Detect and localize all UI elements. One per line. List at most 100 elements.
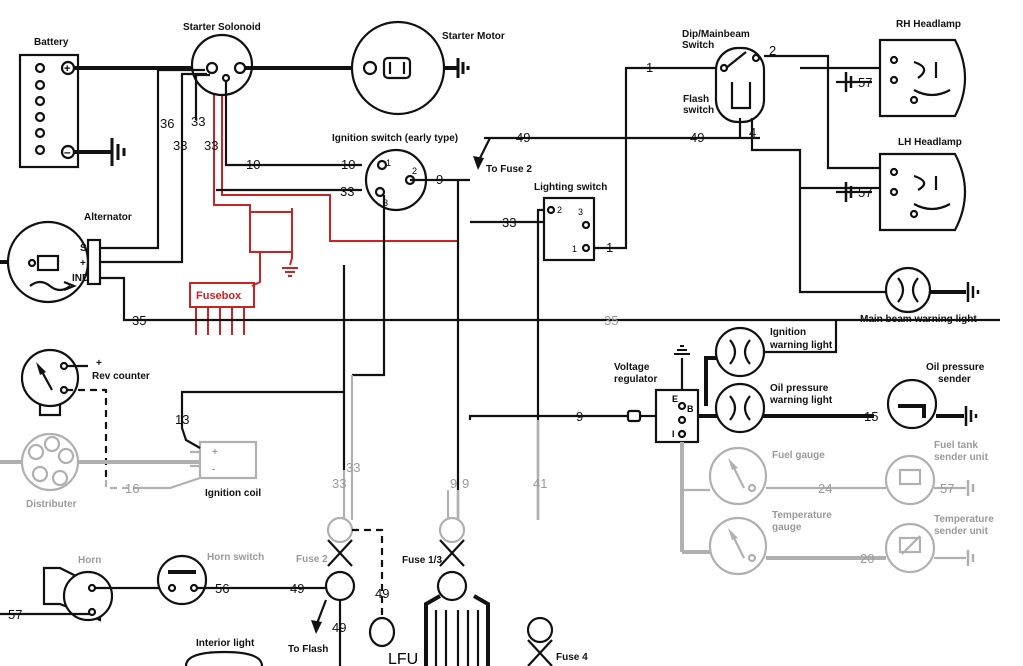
svg-text:1: 1 xyxy=(646,60,653,75)
alternator: S + IND Alternator xyxy=(6,212,132,304)
svg-text:S: S xyxy=(80,243,87,254)
ignition-switch-label: Ignition switch (early type) xyxy=(332,133,458,144)
svg-text:41: 41 xyxy=(533,476,547,491)
temperature-gauge: Temperature gauge xyxy=(708,510,832,576)
svg-text:33: 33 xyxy=(204,138,218,153)
rh-headlamp: RH Headlamp xyxy=(878,19,967,118)
svg-text:16: 16 xyxy=(125,481,139,496)
svg-text:9: 9 xyxy=(576,409,583,424)
starter-solenoid-label: Starter Solonoid xyxy=(183,22,261,33)
svg-text:sender unit: sender unit xyxy=(934,452,989,463)
rev-counter: + Rev counter xyxy=(20,348,150,417)
svg-text:35: 35 xyxy=(132,313,146,328)
svg-text:Dip/Mainbeam: Dip/Mainbeam xyxy=(682,29,750,40)
fuse-4: Fuse 4 xyxy=(526,616,588,666)
fuel-tank-sender: Fuel tank sender unit xyxy=(884,440,989,506)
lfu-fuse: LFU xyxy=(368,616,418,666)
svg-text:49: 49 xyxy=(290,581,304,596)
fuel-gauge-label: Fuel gauge xyxy=(772,450,825,461)
distributor: Distributer xyxy=(20,432,80,510)
ignition-coil-label: Ignition coil xyxy=(205,488,261,499)
alternator-label: Alternator xyxy=(84,212,132,223)
svg-text:33: 33 xyxy=(346,460,360,475)
svg-text:I: I xyxy=(672,429,675,439)
interior-light: Interior light xyxy=(184,638,264,666)
dip-mainbeam-switch: Dip/Mainbeam Switch Flash switch xyxy=(682,29,766,124)
svg-text:1: 1 xyxy=(606,240,613,255)
svg-text:9: 9 xyxy=(462,476,469,491)
svg-text:10: 10 xyxy=(246,157,260,172)
to-flash-label: To Flash xyxy=(288,644,328,655)
svg-text:57: 57 xyxy=(858,75,872,90)
temperature-sender: Temperature sender unit xyxy=(884,514,994,574)
svg-text:Oil pressure: Oil pressure xyxy=(926,362,985,373)
svg-text:switch: switch xyxy=(683,105,714,116)
svg-text:E: E xyxy=(672,394,678,404)
svg-text:B: B xyxy=(687,404,694,414)
rev-counter-label: Rev counter xyxy=(92,371,150,382)
rh-headlamp-label: RH Headlamp xyxy=(896,19,961,30)
svg-text:33: 33 xyxy=(332,476,346,491)
svg-text:1: 1 xyxy=(386,158,391,168)
battery: + – Battery xyxy=(18,37,80,169)
voltage-regulator: E B I Voltage regulator xyxy=(614,362,700,444)
svg-text:3: 3 xyxy=(383,198,388,208)
svg-text:49: 49 xyxy=(332,620,346,635)
svg-text:49: 49 xyxy=(690,130,704,145)
lh-headlamp: LH Headlamp xyxy=(878,137,967,232)
interior-light-label: Interior light xyxy=(196,638,255,649)
svg-text:33: 33 xyxy=(502,215,516,230)
svg-text:+: + xyxy=(212,447,218,458)
horn-label: Horn xyxy=(78,555,101,566)
battery-label: Battery xyxy=(34,37,69,48)
battery-minus-icon: – xyxy=(64,145,71,159)
svg-text:20: 20 xyxy=(860,551,874,566)
lighting-switch-label: Lighting switch xyxy=(534,182,607,193)
main-beam-warning-light: Main beam warning light xyxy=(860,266,980,325)
svg-text:gauge: gauge xyxy=(772,522,802,533)
svg-text:33: 33 xyxy=(340,184,354,199)
horn: Horn xyxy=(42,555,114,622)
svg-text:+: + xyxy=(80,258,86,269)
fuse-13: Fuse 1/3 xyxy=(402,516,490,666)
svg-text:sender unit: sender unit xyxy=(934,526,989,537)
oil-pressure-warning-light: Oil pressure warning light xyxy=(714,382,833,434)
arrow-icon xyxy=(473,156,484,170)
svg-text:49: 49 xyxy=(516,130,530,145)
svg-text:IND: IND xyxy=(72,273,89,284)
svg-text:35: 35 xyxy=(604,313,618,328)
ground-icon xyxy=(110,138,126,166)
svg-text:9: 9 xyxy=(450,476,457,491)
fuse4-label: Fuse 4 xyxy=(556,652,588,663)
svg-text:13: 13 xyxy=(175,412,189,427)
horn-switch: Horn switch xyxy=(156,552,264,606)
lighting-switch: 2 3 1 Lighting switch xyxy=(534,182,607,262)
battery-plus-icon: + xyxy=(64,63,70,75)
oil-pressure-sender: Oil pressure sender xyxy=(886,362,985,430)
horn-switch-label: Horn switch xyxy=(207,552,264,563)
to-fuse2-label: To Fuse 2 xyxy=(486,164,532,175)
svg-text:33: 33 xyxy=(191,114,205,129)
svg-text:1: 1 xyxy=(572,244,577,254)
starter-motor: Starter Motor xyxy=(350,20,505,116)
svg-text:sender: sender xyxy=(938,374,971,385)
svg-text:Switch: Switch xyxy=(682,40,714,51)
svg-text:9: 9 xyxy=(436,172,443,187)
svg-text:57: 57 xyxy=(858,185,872,200)
starter-motor-label: Starter Motor xyxy=(442,31,505,42)
svg-text:33: 33 xyxy=(173,138,187,153)
svg-text:36: 36 xyxy=(160,116,174,131)
ignition-warning-light: Ignition warning light xyxy=(714,320,838,378)
svg-text:Fuel tank: Fuel tank xyxy=(934,440,978,451)
ignition-coil: + - Ignition coil xyxy=(190,440,261,499)
svg-text:warning light: warning light xyxy=(769,395,833,406)
fusebox-box xyxy=(189,282,255,308)
svg-text:24: 24 xyxy=(818,481,832,496)
svg-text:Flash: Flash xyxy=(683,94,709,105)
svg-text:Ignition: Ignition xyxy=(770,327,806,338)
distributor-label: Distributer xyxy=(26,499,77,510)
svg-text:56: 56 xyxy=(215,581,229,596)
fuse2-label: Fuse 2 xyxy=(296,554,328,565)
svg-text:2: 2 xyxy=(769,43,776,58)
